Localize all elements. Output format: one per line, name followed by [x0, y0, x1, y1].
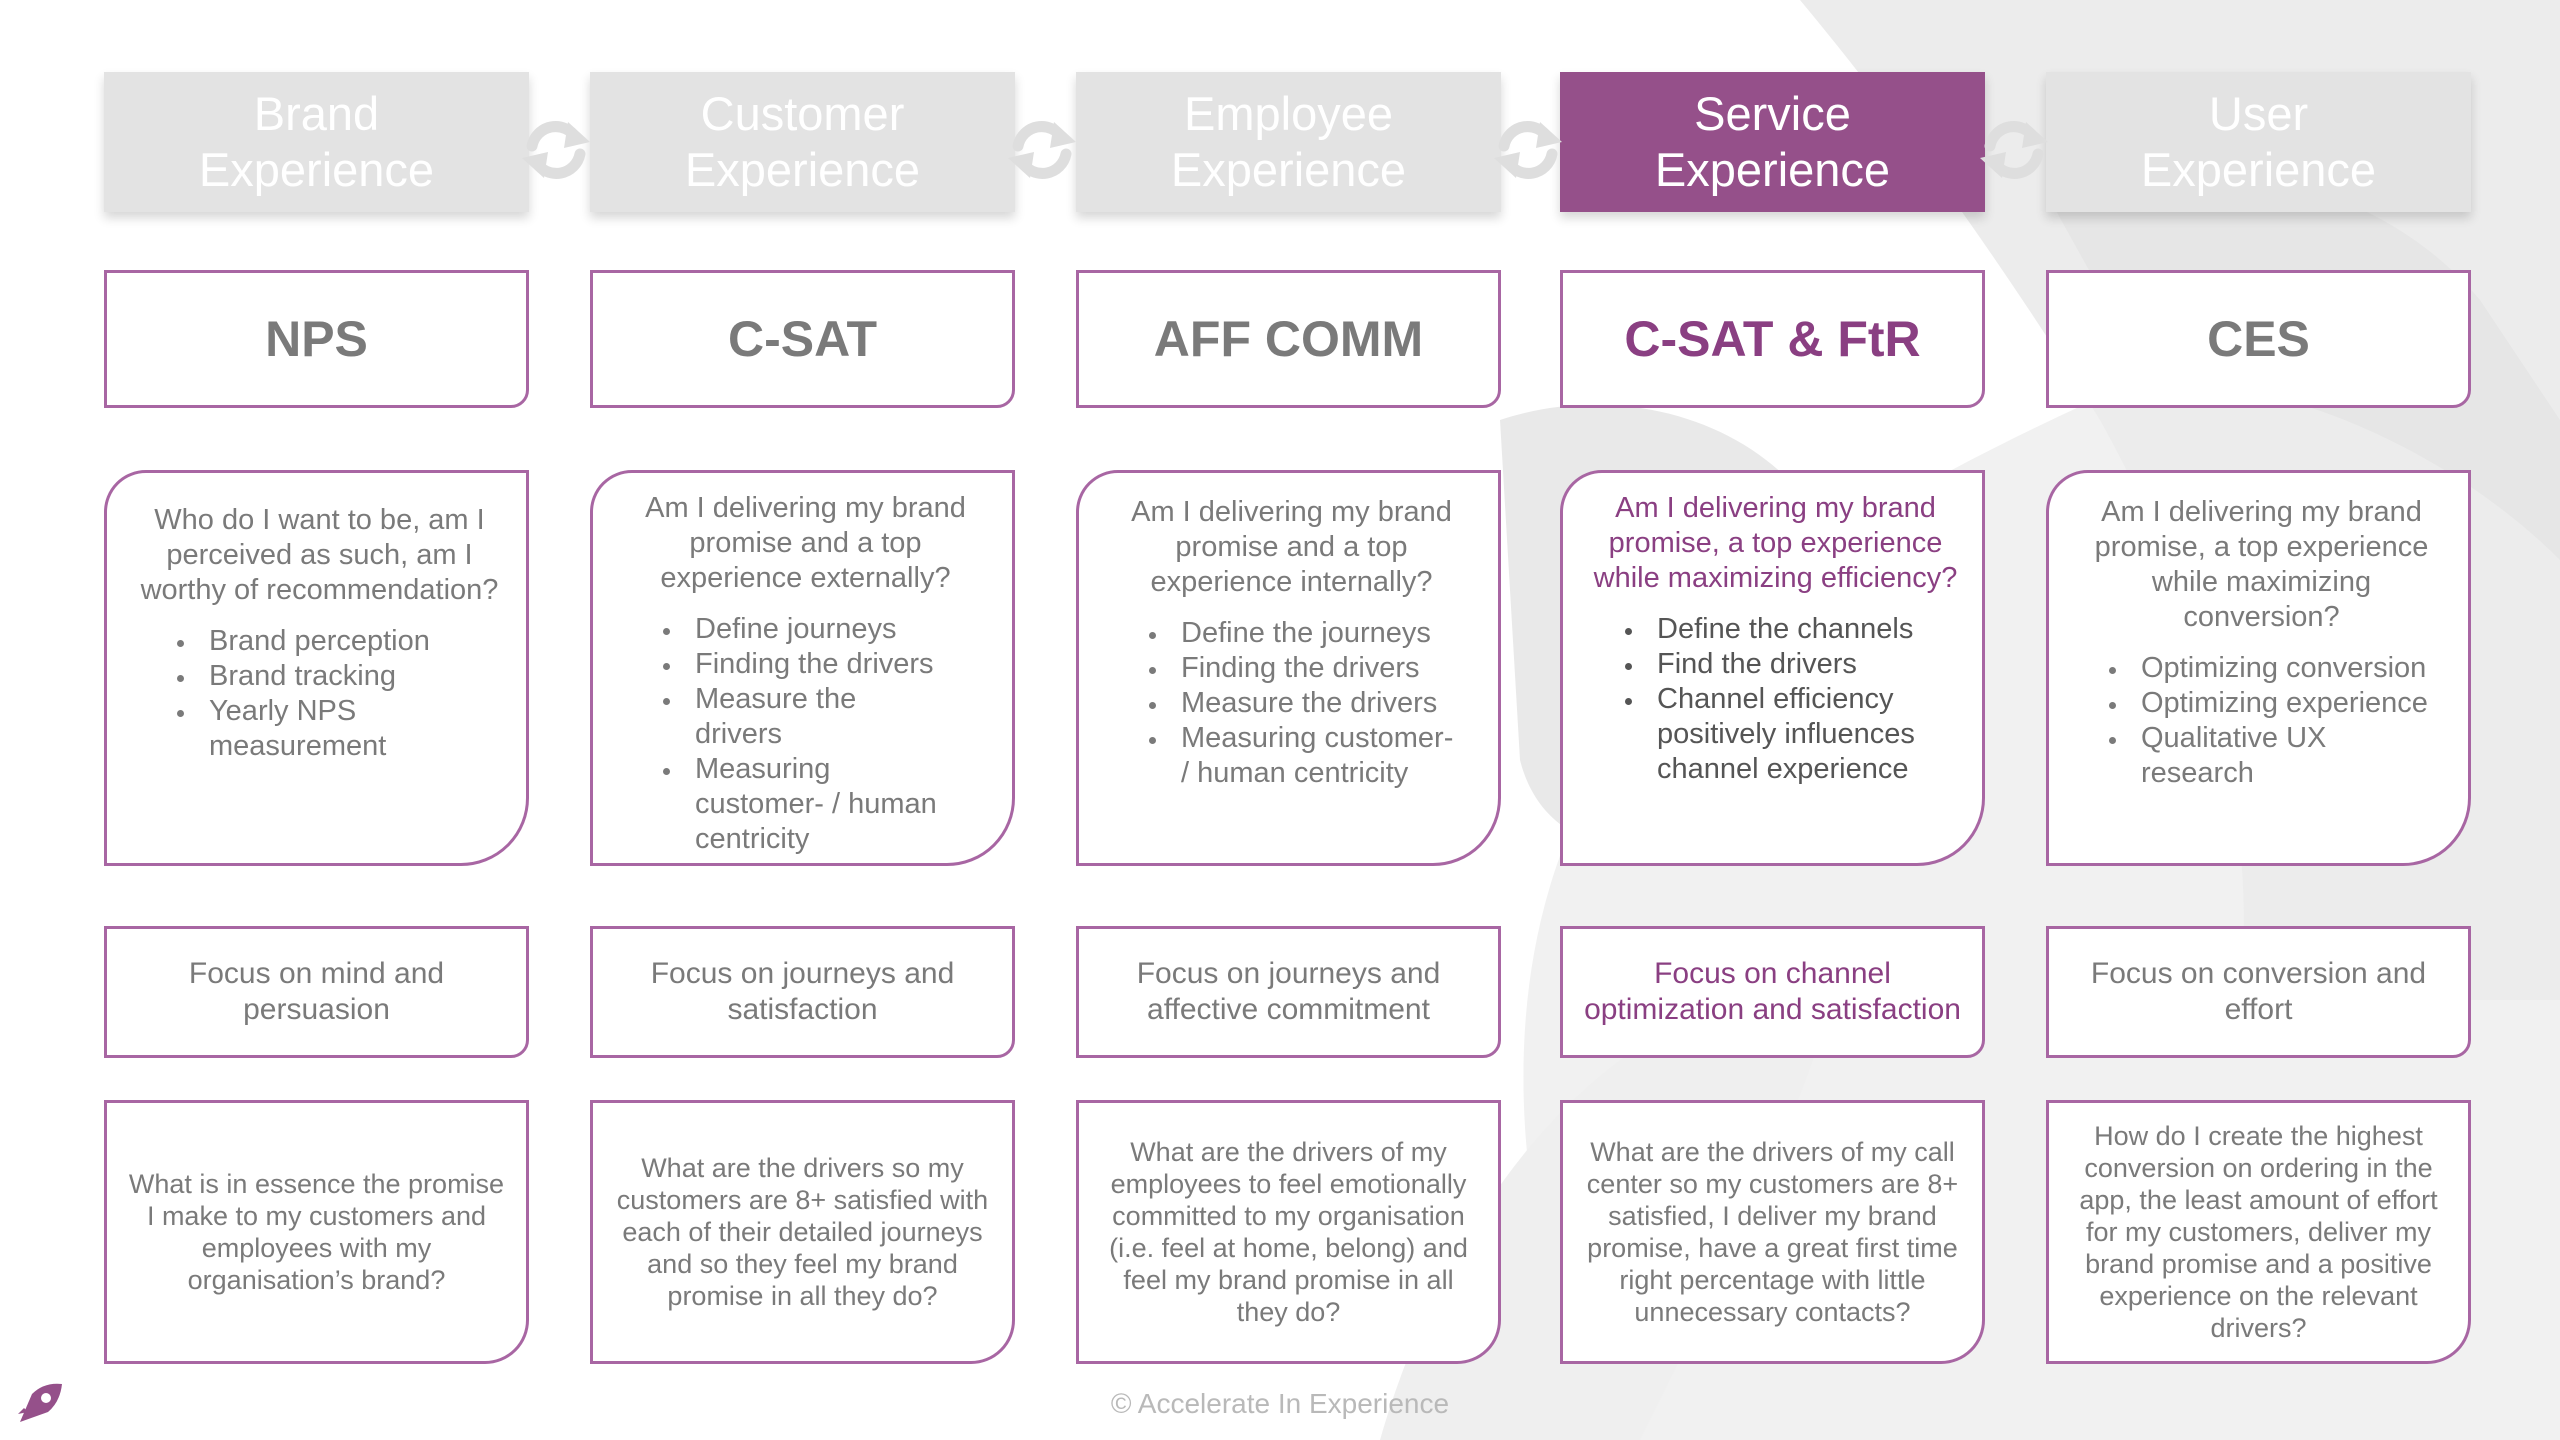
- driver-question-box: What are the drivers so my customers are…: [590, 1100, 1015, 1364]
- list-item: Channel efficiency positively influences…: [1645, 682, 1958, 787]
- focus-box: Focus on channel optimization and satisf…: [1560, 926, 1985, 1058]
- metric-label: C-SAT: [727, 311, 878, 367]
- driver-question-text: What are the drivers so my customers are…: [616, 1153, 989, 1311]
- metric-label: C-SAT & FtR: [1624, 311, 1921, 367]
- question-box: Am I delivering my brand promise and a t…: [590, 470, 1015, 866]
- focus-text: Focus on journeys and satisfaction: [650, 957, 955, 1026]
- focus-box: Focus on conversion and effort: [2046, 926, 2471, 1058]
- question-text: Am I delivering my brand promise and a t…: [645, 492, 966, 594]
- question-box: Who do I want to be, am I perceived as s…: [104, 470, 529, 866]
- list-item: Define the channels: [1645, 612, 1958, 647]
- header-line: Experience: [1654, 143, 1891, 196]
- header-line: Experience: [2140, 143, 2377, 196]
- column-user-experience: User Experience CES Am I delivering my b…: [2046, 0, 2471, 1440]
- list-item: Measuring customer- / human centricity: [683, 752, 958, 857]
- header-line: Experience: [198, 143, 435, 196]
- metric-box: AFF COMM: [1076, 270, 1501, 408]
- list-item: Measure the drivers: [1169, 686, 1474, 721]
- bullet-list: Optimizing conversion Optimizing experie…: [2079, 651, 2444, 791]
- header-employee-experience: Employee Experience: [1076, 72, 1501, 212]
- question-text: Am I delivering my brand promise and a t…: [1131, 496, 1452, 598]
- focus-box: Focus on journeys and satisfaction: [590, 926, 1015, 1058]
- header-line: Brand: [253, 87, 380, 140]
- driver-question-box: What is in essence the promise I make to…: [104, 1100, 529, 1364]
- question-text: Am I delivering my brand promise, a top …: [1593, 492, 1958, 594]
- refresh-cycle-icon: [1494, 121, 1562, 179]
- focus-box: Focus on journeys and affective commitme…: [1076, 926, 1501, 1058]
- copyright-text: © Accelerate In Experience: [1110, 1388, 1450, 1419]
- list-item: Brand perception: [197, 624, 502, 659]
- question-text: Am I delivering my brand promise, a top …: [2094, 496, 2429, 633]
- refresh-cycle-icon: [1980, 121, 2048, 179]
- metric-box: CES: [2046, 270, 2471, 408]
- list-item: Define journeys: [683, 612, 958, 647]
- list-item: Measuring customer- / human centricity: [1169, 721, 1474, 791]
- list-item: Qualitative UX research: [2129, 721, 2444, 791]
- rocket-logo-icon: [18, 1383, 62, 1422]
- metric-label: AFF COMM: [1153, 311, 1424, 367]
- column-brand-experience: Brand Experience NPS Who do I want to be…: [104, 0, 529, 1440]
- column-service-experience: Service Experience C-SAT & FtR Am I deli…: [1560, 0, 1985, 1440]
- driver-question-box: How do I create the highest conversion o…: [2046, 1100, 2471, 1364]
- metric-box: C-SAT & FtR: [1560, 270, 1985, 408]
- driver-question-box: What are the drivers of my employees to …: [1076, 1100, 1501, 1364]
- focus-text: Focus on journeys and affective commitme…: [1136, 957, 1441, 1026]
- driver-question-text: What are the drivers of my call center s…: [1586, 1137, 1959, 1327]
- list-item: Define the journeys: [1169, 616, 1474, 651]
- list-item: Optimizing experience: [2129, 686, 2444, 721]
- bullet-list: Define the journeys Finding the drivers …: [1109, 616, 1474, 791]
- header-customer-experience: Customer Experience: [590, 72, 1015, 212]
- focus-text: Focus on channel optimization and satisf…: [1584, 957, 1961, 1026]
- header-line: Customer: [700, 87, 905, 140]
- metric-box: C-SAT: [590, 270, 1015, 408]
- metric-label: CES: [2207, 311, 2310, 367]
- list-item: Find the drivers: [1645, 647, 1958, 682]
- metric-label: NPS: [265, 311, 368, 367]
- question-box: Am I delivering my brand promise, a top …: [2046, 470, 2471, 866]
- question-text: Who do I want to be, am I perceived as s…: [140, 504, 499, 606]
- list-item: Finding the drivers: [683, 647, 958, 682]
- bullet-list: Define the channels Find the drivers Cha…: [1593, 612, 1958, 787]
- driver-question-text: What are the drivers of my employees to …: [1109, 1137, 1468, 1327]
- column-employee-experience: Employee Experience AFF COMM Am I delive…: [1076, 0, 1501, 1440]
- header-line: Experience: [684, 143, 921, 196]
- header-user-experience: User Experience: [2046, 72, 2471, 212]
- header-line: User: [2208, 87, 2309, 140]
- header-line: Experience: [1170, 143, 1407, 196]
- list-item: Measure the drivers: [683, 682, 958, 752]
- list-item: Optimizing conversion: [2129, 651, 2444, 686]
- focus-text: Focus on conversion and effort: [2090, 957, 2427, 1026]
- list-item: Finding the drivers: [1169, 651, 1474, 686]
- metric-box: NPS: [104, 270, 529, 408]
- list-item: Yearly NPS measurement: [197, 694, 502, 764]
- list-item: Brand tracking: [197, 659, 502, 694]
- question-box: Am I delivering my brand promise, a top …: [1560, 470, 1985, 866]
- question-box: Am I delivering my brand promise and a t…: [1076, 470, 1501, 866]
- focus-text: Focus on mind and persuasion: [188, 957, 445, 1026]
- driver-question-text: How do I create the highest conversion o…: [2079, 1121, 2438, 1343]
- bullet-list: Brand perception Brand tracking Yearly N…: [137, 624, 502, 764]
- header-service-experience: Service Experience: [1560, 72, 1985, 212]
- header-line: Service: [1694, 87, 1851, 140]
- focus-box: Focus on mind and persuasion: [104, 926, 529, 1058]
- column-customer-experience: Customer Experience C-SAT Am I deliverin…: [590, 0, 1015, 1440]
- refresh-cycle-icon: [1008, 121, 1076, 179]
- header-line: Employee: [1184, 87, 1393, 140]
- refresh-cycle-icon: [522, 121, 590, 179]
- driver-question-box: What are the drivers of my call center s…: [1560, 1100, 1985, 1364]
- bullet-list: Define journeys Finding the drivers Meas…: [623, 612, 988, 857]
- header-brand-experience: Brand Experience: [104, 72, 529, 212]
- driver-question-text: What is in essence the promise I make to…: [128, 1169, 505, 1295]
